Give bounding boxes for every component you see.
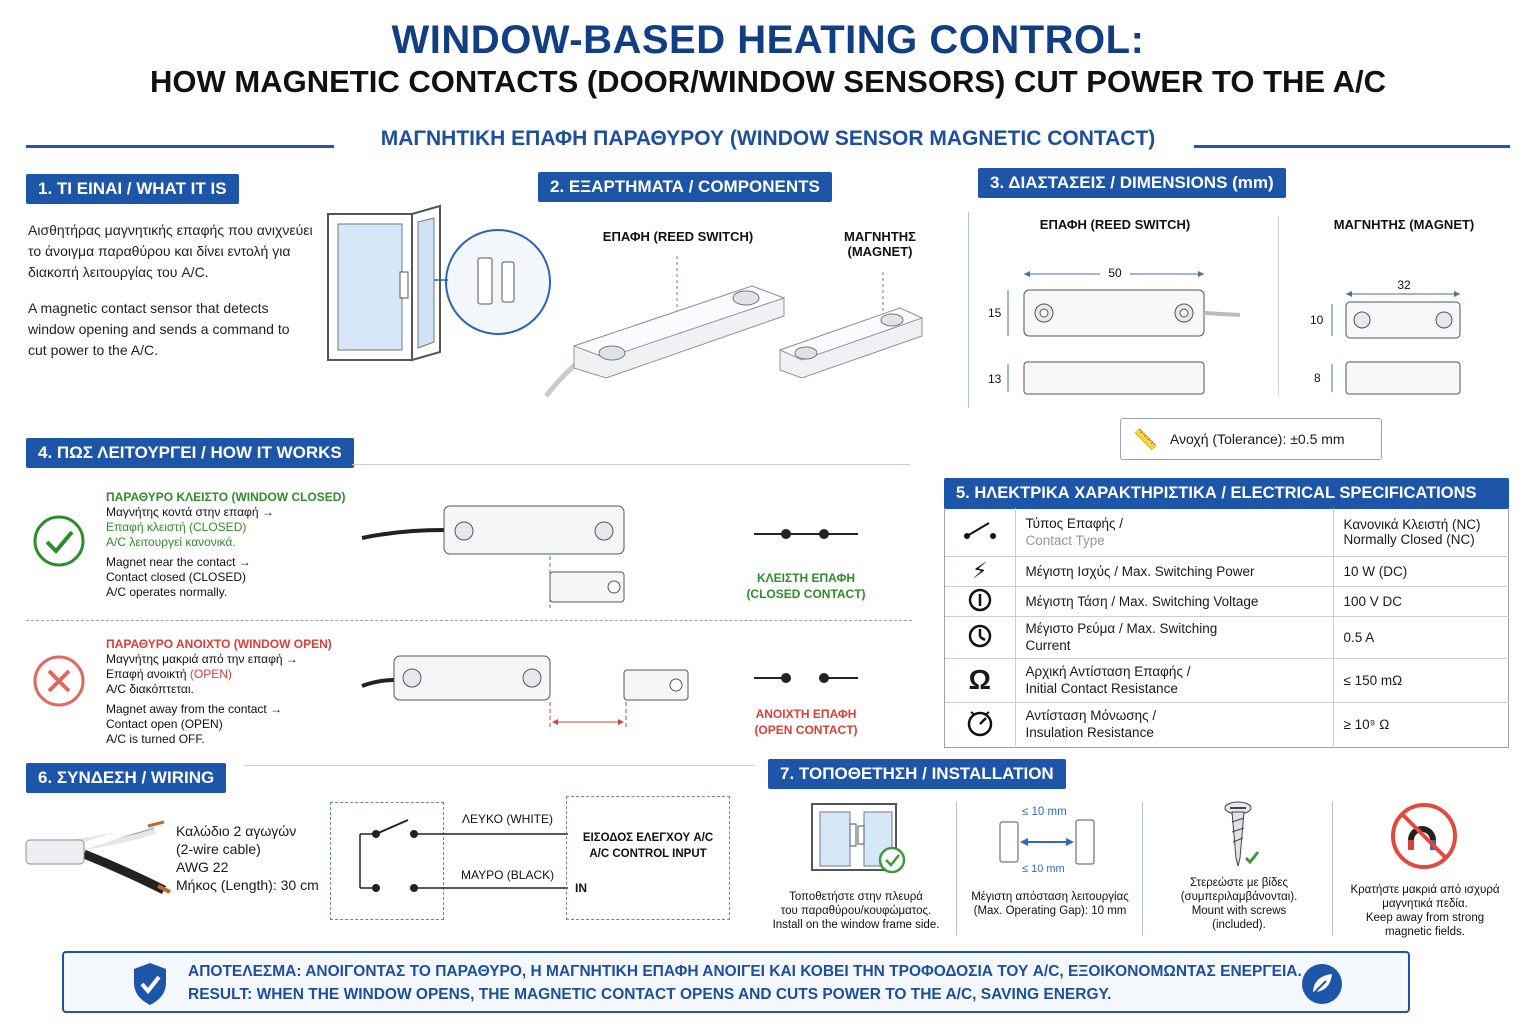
result-banner: ΑΠΟΤΕΛΕΣΜΑ: ΑΝΟΙΓΟΝΤΑΣ ΤΟ ΠΑΡΑΘΥΡΟ, Η ΜΑ… <box>62 951 1410 1013</box>
frame-install-illustration <box>811 803 906 874</box>
install-tip-magnetic-fields: Κρατήστε μακριά από ισχυρά μαγνητικά πεδ… <box>1350 884 1500 938</box>
ruler-icon: 📏 <box>1133 428 1158 451</box>
gap-bottom-label: ≤ 10 mm <box>1022 863 1065 875</box>
reed-switch-label: ΕΠΑΦΗ (REED SWITCH) <box>1039 217 1191 232</box>
window-illustration <box>327 204 551 362</box>
closed-contact-symbol <box>754 529 858 539</box>
white-wire-label: ΛΕΥΚΟ (WHITE) <box>462 812 553 826</box>
divider <box>352 464 910 465</box>
divider <box>1278 216 1279 396</box>
spec-row-max-voltage: Μέγιστη Τάση / Max. Switching Voltage 10… <box>945 586 1509 617</box>
no-magnet-icon <box>1391 803 1457 869</box>
spec-table-frame: Τύπος Επαφής /Contact Type Κανονικά Κλει… <box>944 508 1509 748</box>
gap-illustration <box>999 819 1095 865</box>
install-tip-screws: Στερεώστε με βίδες (συμπεριλαμβάνονται).… <box>1180 877 1298 931</box>
divider <box>956 802 957 936</box>
magnet-base-height-value: 8 <box>1314 371 1321 385</box>
section-heading-electrical: 5. ΗΛΕΚΤΡΙΚΑ ΧΑΡΑΚΤΗΡΙΣΤΙΚΑ / ELECTRICAL… <box>944 478 1509 509</box>
divider <box>968 212 969 408</box>
section-heading-how-it-works: 4. ΠΩΣ ΛΕΙΤΟΥΡΓΕΙ / HOW IT WORKS <box>26 438 354 468</box>
spec-table: Τύπος Επαφής /Contact Type Κανονικά Κλει… <box>945 508 1509 746</box>
magnet-label: ΜΑΓΝΗΤΗΣ (MAGNET) <box>1333 217 1475 232</box>
magnet-dimension-drawing <box>1331 280 1461 395</box>
current-icon <box>968 624 991 647</box>
closed-state-drawing <box>361 505 625 608</box>
sensor-box <box>330 802 444 920</box>
section-heading-wiring: 6. ΣΥΝΔΕΣΗ / WIRING <box>26 763 227 793</box>
reed-base-height-value: 13 <box>988 372 1002 386</box>
cable-illustration <box>25 820 171 895</box>
tolerance-text: Ανοχή (Tolerance): ±0.5 mm <box>1169 431 1345 447</box>
divider <box>244 765 754 766</box>
divider <box>1194 145 1510 148</box>
reed-switch-label: ΕΠΑΦΗ (REED SWITCH) <box>602 229 754 244</box>
spec-row-contact-resistance: Ω Αρχική Αντίσταση Επαφής /Initial Conta… <box>945 658 1509 703</box>
divider <box>26 620 912 621</box>
section-heading-installation: 7. ΤΟΠΟΘΕΤΗΣΗ / INSTALLATION <box>768 759 1066 789</box>
page-title: WINDOW-BASED HEATING CONTROL: <box>391 18 1145 62</box>
section-heading-what-it-is: 1. ΤΙ ΕΙΝΑΙ / WHAT IT IS <box>26 174 239 204</box>
shield-check-icon <box>134 963 166 1005</box>
switch-icon <box>963 522 996 540</box>
install-tip-gap: Μέγιστη απόσταση λειτουργίας (Max. Opera… <box>971 891 1129 917</box>
components-illustration <box>544 256 924 398</box>
open-contact-symbol <box>754 673 858 683</box>
spec-row-insulation: Αντίσταση Μόνωσης /Insulation Resistance… <box>945 702 1509 746</box>
open-state-drawing <box>361 655 689 730</box>
cable-specs: Καλώδιο 2 αγωγών (2-wire cable) AWG 22 Μ… <box>176 823 319 893</box>
section-heading-components: 2. ΕΞΑΡΤΗΜΑΤΑ / COMPONENTS <box>538 172 832 202</box>
ac-control-input-box: ΕΙΣΟΔΟΣ ΕΛΕΓΧΟΥ A/C A/C CONTROL INPUT IN <box>566 796 730 920</box>
description-greek: Αισθητήρας μαγνητικής επαφής που ανιχνεύ… <box>28 222 313 280</box>
black-wire-label: ΜΑΥΡΟ (BLACK) <box>461 868 555 882</box>
page-subtitle: HOW MAGNETIC CONTACTS (DOOR/WINDOW SENSO… <box>150 64 1386 99</box>
description-english: A magnetic contact sensor that detects w… <box>28 300 290 358</box>
divider <box>1332 802 1333 936</box>
gap-top-label: ≤ 10 mm <box>1022 806 1067 818</box>
reed-dimension-drawing <box>1007 271 1241 395</box>
section-title: ΜΑΓΝΗΤΙΚΗ ΕΠΑΦΗ ΠΑΡΑΘΥΡΟΥ (WINDOW SENSOR… <box>380 127 1156 150</box>
screw-icon <box>1224 801 1260 867</box>
check-icon <box>33 515 85 567</box>
wiring-diagram <box>359 819 568 892</box>
magnet-length-value: 32 <box>1392 278 1416 293</box>
window-closed-text: ΠΑΡΑΘΥΡΟ ΚΛΕΙΣΤΟ (WINDOW CLOSED) Μαγνήτη… <box>106 490 346 599</box>
magnet-label: ΜΑΓΝΗΤΗΣ (MAGNET) <box>844 229 916 259</box>
spec-row-contact-type: Τύπος Επαφής /Contact Type Κανονικά Κλει… <box>945 508 1509 557</box>
reed-height-value: 15 <box>988 306 1002 320</box>
divider <box>1142 802 1143 936</box>
voltage-icon <box>968 588 991 611</box>
insulation-icon <box>967 710 992 736</box>
open-contact-label: ΑΝΟΙΧΤΗ ΕΠΑΦΗ (OPEN CONTACT) <box>754 707 858 737</box>
divider <box>26 145 334 148</box>
install-tip-frame: Τοποθετήστε στην πλευρά του παραθύρου/κο… <box>772 891 940 931</box>
reed-length-value: 50 <box>1100 266 1130 281</box>
window-open-text: ΠΑΡΑΘΥΡΟ ΑΝΟΙΧΤΟ (WINDOW OPEN) Μαγνήτης … <box>106 637 332 746</box>
tolerance-box: 📏 Ανοχή (Tolerance): ±0.5 mm <box>1120 418 1382 460</box>
close-icon <box>33 655 85 707</box>
lightning-icon: ⚡ <box>972 558 988 583</box>
spec-row-max-power: ⚡ Μέγιστη Ισχύς / Max. Switching Power 1… <box>945 556 1509 587</box>
result-greek: ΑΠΟΤΕΛΕΣΜΑ: ΑΝΟΙΓΟΝΤΑΣ ΤΟ ΠΑΡΑΘΥΡΟ, Η ΜΑ… <box>188 963 1302 980</box>
magnet-height-value: 10 <box>1310 313 1324 327</box>
closed-contact-label: ΚΛΕΙΣΤΗ ΕΠΑΦΗ (CLOSED CONTACT) <box>746 571 866 601</box>
section-heading-dimensions: 3. ΔΙΑΣΤΑΣΕΙΣ / DIMENSIONS (mm) <box>978 168 1286 198</box>
result-english: RESULT: WHEN THE WINDOW OPENS, THE MAGNE… <box>188 986 1112 1003</box>
leaf-energy-icon <box>1302 964 1342 1004</box>
ohm-icon: Ω <box>968 664 991 695</box>
